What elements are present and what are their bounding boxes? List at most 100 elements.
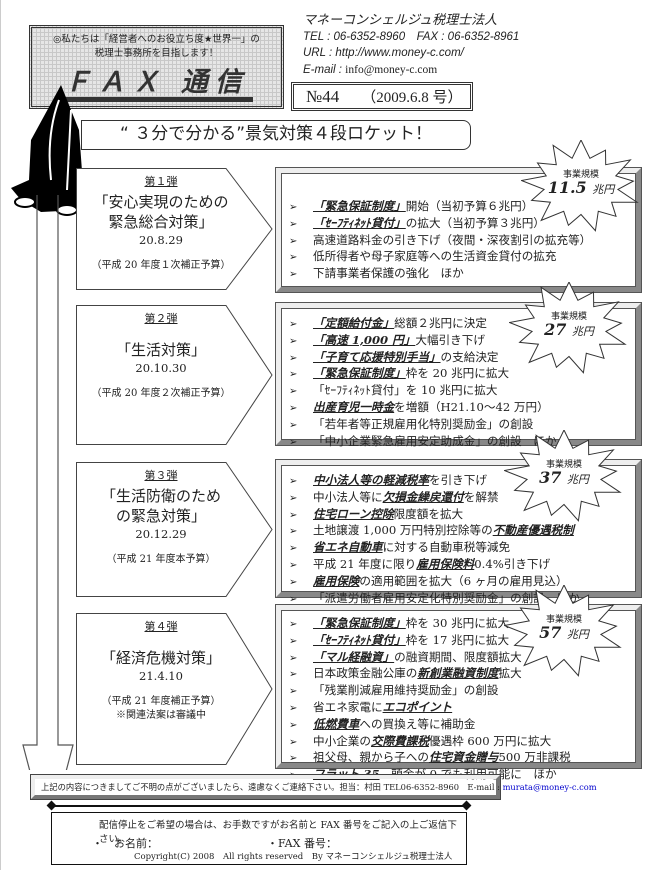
stage-3-summary: 第３弾「生活防衛のための緊急対策」20.12.29（平成 21 年度本予算）	[76, 462, 273, 597]
scale-unit: 兆円	[571, 325, 594, 338]
measure-item: ➢中小法人等の軽減税率を引き下げ	[289, 473, 580, 490]
measure-item: ➢「定額給付金」総額２兆円に決定	[289, 316, 556, 333]
scale-label: 事業規模	[545, 615, 582, 625]
highlighted-measure: 中小法人等の軽減税率	[313, 473, 429, 487]
fax-number-field[interactable]: ・FAX 番号：	[267, 837, 337, 850]
scale-unit: 兆円	[566, 473, 589, 486]
highlighted-measure: 「子育て応援特別手当」	[313, 349, 441, 364]
highlighted-measure: 雇用保険	[313, 573, 360, 588]
arrow-bullet-icon: ➢	[289, 476, 298, 487]
measure-item: ➢「マル経融資」の融資期間、限度額拡大	[289, 650, 571, 667]
arrow-bullet-icon: ➢	[289, 492, 298, 504]
stage-number: 第２弾	[144, 312, 178, 325]
name-field[interactable]: ・ お名前：	[92, 837, 158, 850]
scale-value: 57	[539, 623, 562, 642]
contact-text: 上記の内容につきましてご不明の点がございましたら、遠慮なくご連絡下さい。担当：村…	[41, 782, 503, 792]
arrow-bullet-icon: ➢	[289, 335, 298, 347]
diamond-icon	[461, 800, 472, 811]
stage-4-summary: 第４弾「経済危機対策」21.4.10（平成 21 年度補正予算）※関連法案は審議…	[76, 613, 273, 765]
down-arrow-icon	[22, 195, 74, 770]
measure-item: ➢ 「高速 1,000 円」大幅引き下げ	[289, 333, 556, 350]
measure-item: ➢土地譲渡 1,000 万円特別控除等の不動産優遇税制	[289, 523, 580, 540]
scale-label: 事業規模	[545, 460, 582, 470]
arrow-bullet-icon: ➢	[289, 669, 298, 681]
arrow-bullet-icon: ➢	[289, 352, 298, 364]
measure-item: ➢祖父母、親から子への住宅資金贈与500 万非課税	[289, 750, 571, 767]
highlighted-measure: 「緊急保証制度」	[313, 616, 406, 630]
arrow-bullet-icon: ➢	[289, 559, 298, 571]
email-link[interactable]: info@money-c.com	[345, 63, 438, 76]
measure-item: ➢「ｾｰﾌﾃｨﾈｯﾄ貸付」の拡大（当初予算３兆円）	[289, 216, 591, 233]
arrow-bullet-icon: ➢	[289, 576, 298, 588]
website-link[interactable]: http://www.money-c.com/	[335, 47, 464, 59]
measure-text: 「残業削減雇用維持奨励金」の創設	[313, 683, 499, 698]
highlighted-measure: 「マル経融資」	[313, 649, 395, 664]
slogan-line-2: 税理士事務所を目指します！	[94, 48, 219, 59]
arrow-bullet-icon: ➢	[289, 702, 298, 714]
highlighted-measure: 欠損金繰戻還付	[382, 489, 464, 504]
arrow-bullet-icon: ➢	[289, 419, 298, 431]
highlighted-measure: 交際費課税	[370, 733, 429, 748]
measure-item: ➢省エネ家電にエコポイント	[289, 700, 571, 717]
stage-number: 第４弾	[144, 620, 178, 633]
stage-budget-note: ※関連法案は審議中	[116, 710, 206, 721]
measure-text: に対する自動車税等減免	[382, 540, 511, 555]
starburst-icon	[502, 583, 622, 677]
measure-item: ➢「緊急保証制度」枠を 30 兆円に拡大	[289, 616, 571, 633]
contact-email-link[interactable]: murata@money-c.com	[502, 782, 597, 792]
stage-name: 「経済危機対策」	[100, 649, 221, 667]
measure-text: の融資期間、限度額拡大	[394, 649, 522, 664]
measure-item: ➢下請事業者保護の強化 ほか	[289, 266, 591, 283]
arrow-bullet-icon: ➢	[289, 252, 298, 264]
stage-date: 20.10.30	[135, 361, 187, 375]
arrow-bullet-icon: ➢	[289, 719, 298, 731]
measure-text: の適用範囲を拡大（6 ヶ月の雇用見込）	[359, 573, 568, 588]
stage-budget-note: （平成 21 年度本予算）	[106, 554, 216, 565]
highlighted-measure: 「定額給付金」	[313, 316, 395, 330]
url-label: URL :	[303, 47, 336, 59]
measure-text: 下請事業者保護の強化 ほか	[313, 266, 464, 281]
arrow-bullet-icon: ➢	[289, 436, 298, 448]
measure-text: 平成 21 年度に限り	[313, 556, 417, 571]
scale-value: 11.5	[547, 178, 587, 197]
measure-text: の支給決定	[440, 349, 499, 364]
arrow-bullet-icon: ➢	[289, 402, 298, 414]
measure-item: ➢高速道路料金の引き下げ（夜間・深夜割引の拡充等）	[289, 233, 591, 250]
measure-text: の拡大（当初予算３兆円）	[405, 215, 545, 230]
company-name: マネーコンシェルジュ税理士法人	[303, 12, 498, 27]
measure-text: 「若年者等正規雇用化特別奨励金」の創設	[313, 416, 534, 431]
divider	[46, 800, 472, 811]
stage-2-summary: 第２弾「生活対策」20.10.30（平成 20 年度２次補正予算）	[76, 305, 273, 445]
measure-text: 高速道路料金の引き下げ（夜間・深夜割引の拡充等）	[313, 232, 592, 247]
highlighted-measure: 省エネ自動車	[313, 540, 383, 555]
issue-number: №44	[306, 87, 340, 106]
measure-text: を増額（H21.10～42 万円）	[394, 399, 549, 414]
measure-item: ➢「残業削減雇用維持奨励金」の創設	[289, 683, 571, 700]
measure-item: ➢低燃費車への買換え等に補助金	[289, 717, 571, 734]
measure-text: 枠を 20 兆円に拡大	[405, 366, 510, 381]
highlighted-measure: 住宅ローン控除	[313, 506, 394, 521]
copyright: Copyright(C) 2008 All rights reserved By…	[134, 852, 453, 862]
arrow-bullet-icon: ➢	[289, 319, 298, 330]
measure-text: 「派遣労働者雇用安定化特別奨励金」の創設 ほか	[313, 590, 580, 605]
arrow-bullet-icon: ➢	[289, 635, 298, 647]
stage-date: 20.12.29	[135, 527, 187, 541]
measure-text: 500 万非課税	[498, 750, 571, 765]
highlighted-measure: 「緊急保証制度」	[313, 199, 406, 213]
measure-item: ➢ 「若年者等正規雇用化特別奨励金」の創設	[289, 417, 556, 434]
highlighted-measure: 「ｾｰﾌﾃｨﾈｯﾄ貸付」	[313, 215, 406, 230]
arrow-bullet-icon: ➢	[289, 543, 298, 555]
scale-unit: 兆円	[566, 628, 589, 641]
measure-text: 拡大	[498, 666, 522, 681]
starburst-icon	[507, 280, 627, 374]
measure-item: ➢中小企業の交際費課税優遇枠 600 万円に拡大	[289, 734, 571, 751]
highlighted-measure: 「高速 1,000 円」	[313, 332, 416, 347]
measure-item: ➢ 雇用保険の適用範囲を拡大（6 ヶ月の雇用見込）	[289, 574, 580, 591]
stage-budget-note: （平成 21 年度補正予算）	[101, 696, 221, 707]
measure-text: 大幅引き下げ	[415, 332, 485, 347]
